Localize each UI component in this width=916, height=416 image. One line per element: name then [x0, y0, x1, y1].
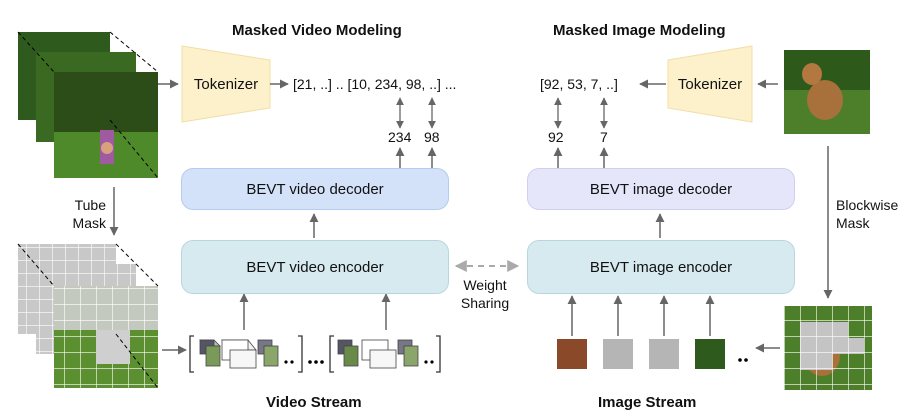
image-patch-sequence — [557, 339, 748, 369]
tube-mask-label: Tube Mask — [72, 197, 106, 231]
video-tokenizer-shape — [181, 45, 271, 123]
image-stream-label: Image Stream — [598, 394, 697, 411]
video-patch-sequence — [189, 335, 441, 373]
dog-image — [784, 50, 870, 134]
video-stream-label: Video Stream — [266, 394, 362, 411]
tube-group-1 — [199, 339, 279, 369]
video-target-2: 98 — [424, 129, 440, 145]
video-tokenizer-label: Tokenizer — [193, 75, 259, 93]
image-target-2: 7 — [600, 129, 608, 145]
image-target-1: 92 — [548, 129, 564, 145]
image-decoder-box: BEVT image decoder — [527, 168, 795, 210]
video-encoder-box: BEVT video encoder — [181, 240, 449, 294]
masked-video-frames — [17, 243, 159, 389]
masked-image-modeling-title: Masked Image Modeling — [553, 22, 726, 39]
image-tokenizer-label: Tokenizer — [677, 75, 743, 93]
blockwise-mask-label: Blockwise Mask — [836, 197, 899, 231]
video-target-1: 234 — [388, 129, 412, 145]
masked-video-modeling-title: Masked Video Modeling — [232, 22, 402, 39]
video-decoder-box: BEVT video decoder — [181, 168, 449, 210]
masked-dog-image — [784, 306, 872, 390]
image-token-sequence: [92, 53, 7, ..] — [540, 76, 618, 92]
video-frames — [17, 31, 159, 179]
image-tokenizer-shape — [667, 45, 753, 123]
video-token-sequence: [21, ..] .. [10, 234, 98, ..] ... — [293, 76, 457, 92]
weight-sharing-label: Weight Sharing — [460, 277, 510, 311]
image-encoder-box: BEVT image encoder — [527, 240, 795, 294]
tube-group-2 — [337, 339, 419, 369]
